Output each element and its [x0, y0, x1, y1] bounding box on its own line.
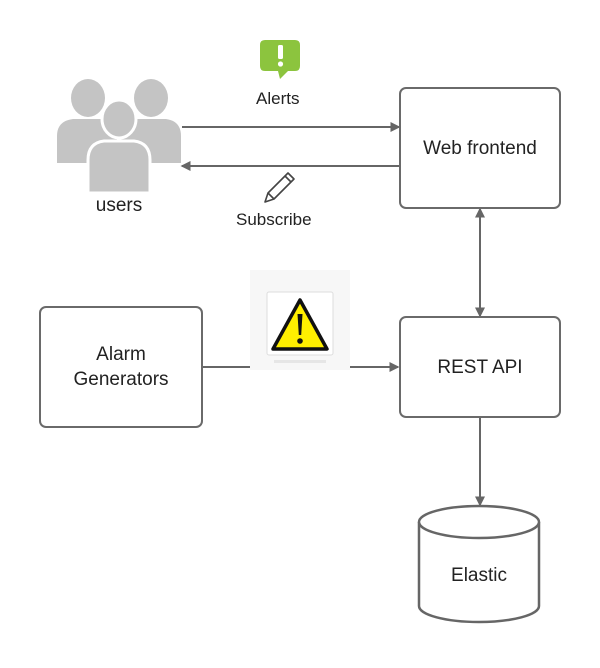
- subscribe-label: Subscribe: [236, 210, 312, 229]
- alert-speech-bubble-icon: [260, 40, 300, 79]
- alarm-generators-node: Alarm Generators: [39, 306, 203, 428]
- web-frontend-label: Web frontend: [423, 137, 537, 159]
- alarm-generators-label-line1: Alarm: [96, 344, 146, 365]
- users-group-icon: [57, 79, 181, 195]
- warning-triangle-icon: [250, 270, 350, 370]
- pencil-icon: [264, 172, 295, 203]
- web-frontend-node: Web frontend: [399, 87, 561, 209]
- alerts-label: Alerts: [256, 89, 300, 108]
- elastic-label: Elastic: [451, 565, 507, 586]
- alarm-generators-label-line2: Generators: [73, 369, 169, 390]
- alarm-generators-label: Alarm Generators: [73, 342, 168, 392]
- users-label: users: [95, 195, 143, 216]
- rest-api-label: REST API: [437, 356, 523, 378]
- elastic-database-cylinder: [417, 504, 541, 624]
- rest-api-node: REST API: [399, 316, 561, 418]
